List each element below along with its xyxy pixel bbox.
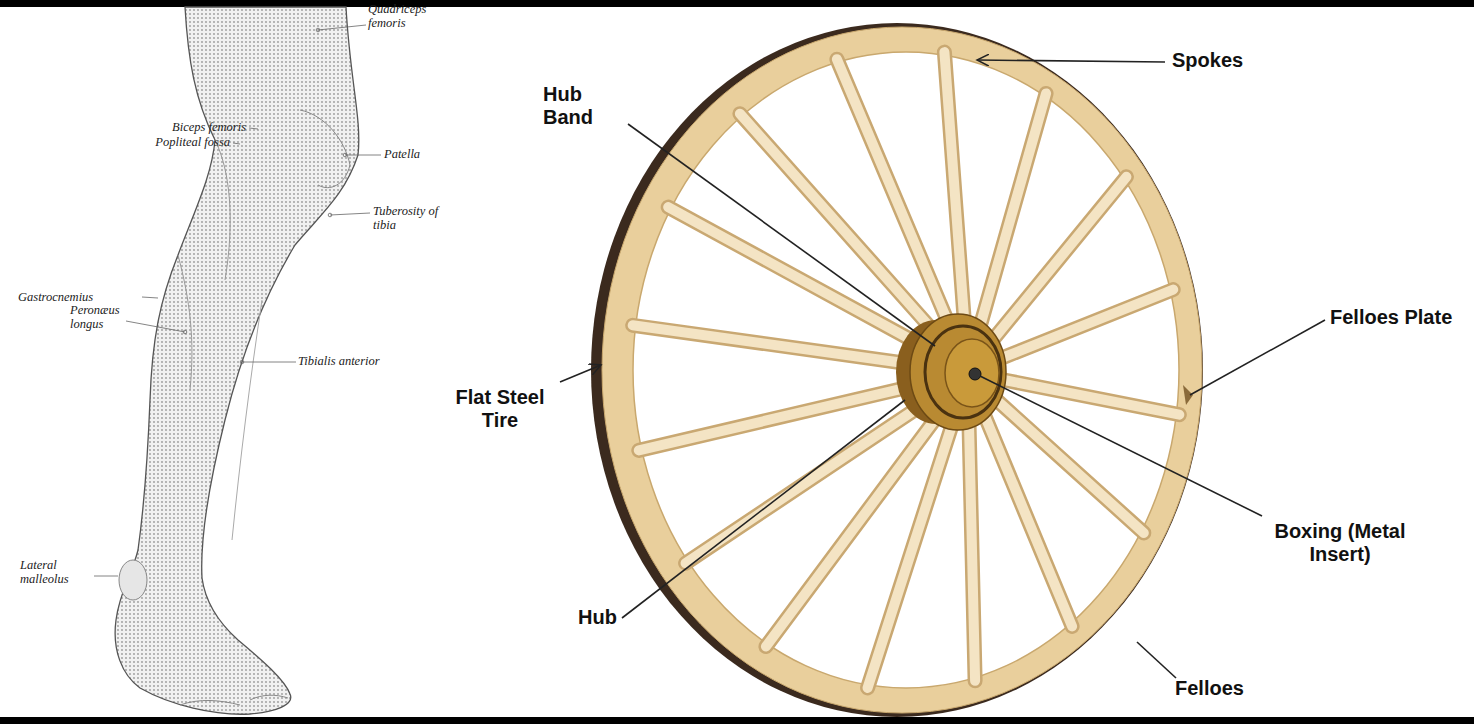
leader-line [1190, 320, 1325, 395]
anatomy-label: Lateral malleolus [20, 558, 92, 587]
leader-line [1137, 642, 1176, 678]
part-label: Spokes [1172, 49, 1292, 72]
anatomy-label: Patella [384, 147, 464, 161]
part-label: Flat Steel Tire [440, 386, 560, 432]
spoke [837, 59, 947, 319]
part-label: Boxing (Metal Insert) [1250, 520, 1430, 566]
anatomy-label: Gastrocnemius [18, 290, 142, 304]
spoke [969, 424, 975, 680]
leader-line [628, 124, 935, 346]
part-label: Hub Band [543, 83, 605, 129]
spoke [944, 52, 964, 318]
leader-arrow [560, 365, 601, 382]
anatomy-label: Tuberosity of tibia [373, 204, 453, 233]
leader-line [622, 400, 905, 618]
spoke [1001, 290, 1174, 359]
spoke [944, 52, 964, 318]
hub-band [925, 326, 1001, 418]
part-label: Hub [578, 606, 658, 629]
rim-inner [633, 52, 1179, 688]
anatomy-label: Tibialis anterior [298, 354, 438, 368]
spoke [633, 325, 915, 364]
spoke [969, 424, 975, 680]
leader-arrow [977, 60, 1165, 62]
wagon-wheel [560, 23, 1325, 717]
part-label: Felloes Plate [1330, 306, 1470, 329]
border-strip [0, 717, 1474, 724]
anatomy-label: Peronæus longus [70, 303, 130, 332]
spoke [1002, 380, 1180, 415]
steel-tire [591, 23, 1203, 717]
hub [910, 314, 1006, 430]
spoke [633, 325, 915, 364]
felloe-rim [602, 27, 1202, 713]
boxing [969, 368, 981, 380]
spoke [837, 59, 947, 319]
anatomy-label: Quadriceps femoris [368, 2, 448, 31]
spoke [639, 386, 916, 451]
spoke [1002, 380, 1180, 415]
spoke [984, 415, 1072, 626]
spoke [639, 386, 916, 451]
hub-face [945, 339, 999, 407]
spoke [984, 415, 1072, 626]
border-strip [0, 0, 1474, 7]
leader-line [980, 376, 1262, 516]
anatomy-label: Biceps femoris [130, 120, 246, 134]
part-label: Felloes [1175, 677, 1295, 700]
spoke [1001, 290, 1174, 359]
anatomy-label: Popliteal fossa [110, 135, 230, 149]
